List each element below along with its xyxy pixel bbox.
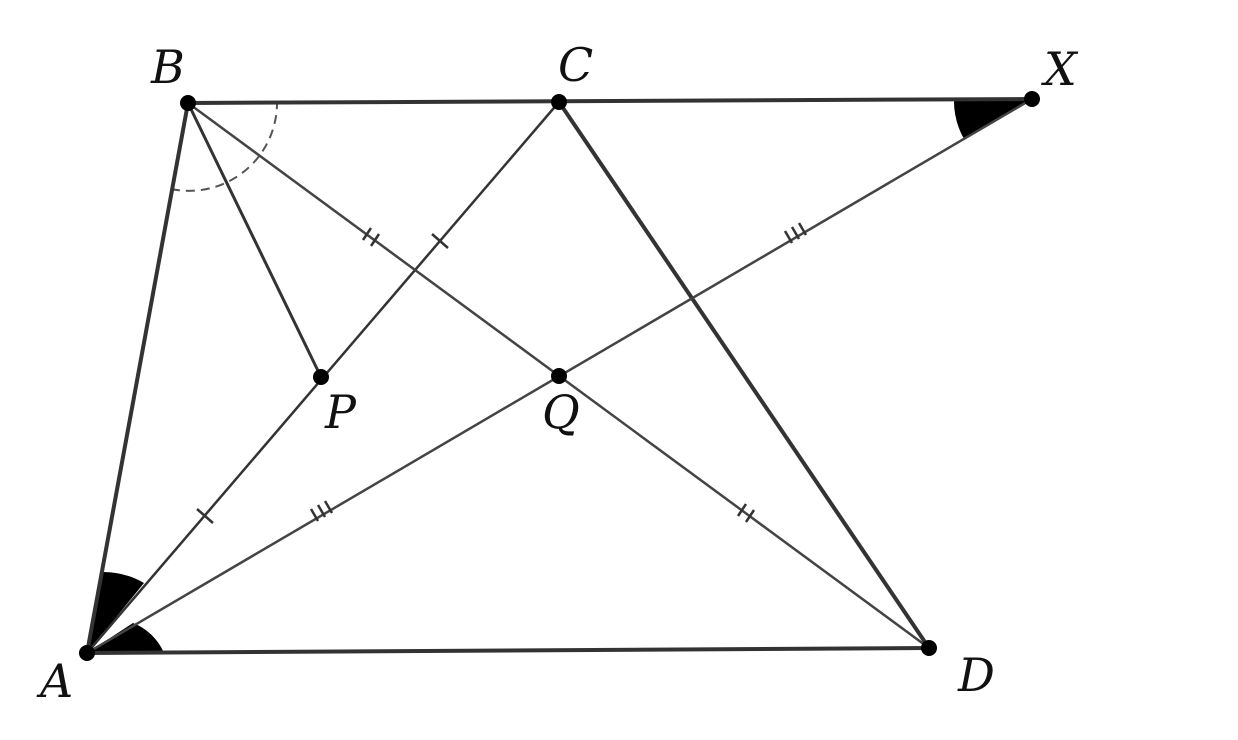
point-p [313, 369, 329, 385]
label-q: Q [542, 385, 580, 439]
segment-ad [86, 646, 930, 655]
point-x [1024, 91, 1040, 107]
label-a: A [36, 654, 73, 708]
label-p: P [324, 385, 357, 439]
segment-ab [85, 102, 190, 654]
label-c: C [558, 38, 593, 92]
tick-marks-double [361, 227, 756, 523]
segment-bx [187, 97, 1033, 105]
point-d [921, 640, 937, 656]
angle-mark-bac [87, 572, 144, 653]
point-c [551, 94, 567, 110]
point-b [180, 95, 196, 111]
label-x: X [1041, 42, 1079, 96]
label-d: D [957, 648, 995, 702]
segment-bp [186, 102, 323, 378]
point-q [551, 368, 567, 384]
segment-cd [557, 100, 931, 650]
point-a [79, 645, 95, 661]
tick-marks-single [196, 233, 449, 524]
tick-marks-triple [309, 222, 808, 522]
label-b: B [150, 40, 185, 94]
angle-mark-cad [87, 623, 164, 653]
angle-arc-b [170, 100, 279, 192]
